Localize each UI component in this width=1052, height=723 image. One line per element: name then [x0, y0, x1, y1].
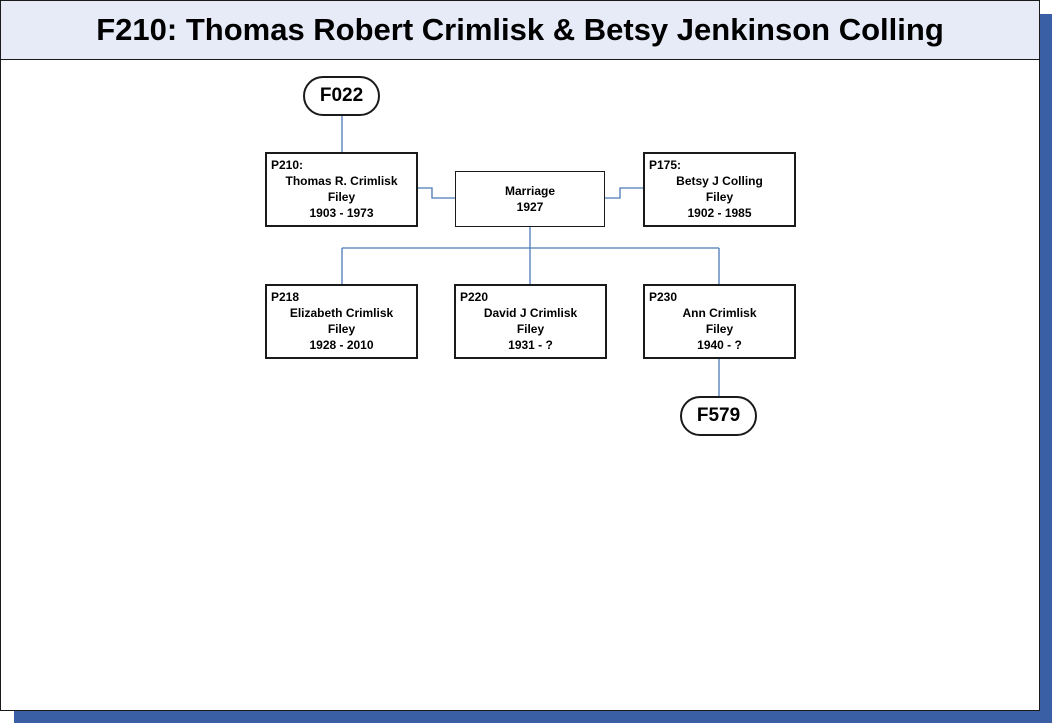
person-name: Thomas R. Crimlisk [285, 174, 398, 188]
person-id: P210: [271, 158, 304, 172]
person-place: Filey [705, 190, 734, 204]
page-title: F210: Thomas Robert Crimlisk & Betsy Jen… [96, 12, 944, 47]
person-dates: 1931 - ? [508, 338, 553, 352]
person-id: P175: [649, 158, 682, 172]
person-name: Ann Crimlisk [682, 306, 757, 320]
title-bar: F210: Thomas Robert Crimlisk & Betsy Jen… [1, 1, 1039, 60]
person-dates: 1902 - 1985 [687, 206, 752, 220]
person-id: P230 [649, 290, 678, 304]
family-link-f579[interactable]: F579 [680, 396, 757, 436]
person-place: Filey [516, 322, 545, 336]
person-dates: 1940 - ? [697, 338, 742, 352]
family-link-f022-label: F022 [319, 85, 364, 106]
family-link-f579-label: F579 [696, 405, 741, 426]
person-id: P218 [271, 290, 300, 304]
person-name: Elizabeth Crimlisk [289, 306, 394, 320]
marriage-box[interactable]: Marriage 1927 [455, 171, 605, 227]
person-name: Betsy J Colling [676, 174, 763, 188]
person-place: Filey [705, 322, 734, 336]
person-name: David J Crimlisk [483, 306, 578, 320]
person-box-child-3[interactable]: P230 Ann Crimlisk Filey 1940 - ? [643, 284, 796, 359]
connector-husband-marriage [418, 187, 455, 199]
person-box-child-1[interactable]: P218 Elizabeth Crimlisk Filey 1928 - 201… [265, 284, 418, 359]
person-place: Filey [327, 190, 356, 204]
marriage-label: Marriage [504, 184, 556, 198]
person-box-wife[interactable]: P175: Betsy J Colling Filey 1902 - 1985 [643, 152, 796, 227]
person-dates: 1928 - 2010 [309, 338, 374, 352]
person-place: Filey [327, 322, 356, 336]
person-dates: 1903 - 1973 [309, 206, 374, 220]
connector-wife-marriage [605, 187, 643, 199]
person-box-husband[interactable]: P210: Thomas R. Crimlisk Filey 1903 - 19… [265, 152, 418, 227]
person-box-child-2[interactable]: P220 David J Crimlisk Filey 1931 - ? [454, 284, 607, 359]
family-link-f022[interactable]: F022 [303, 76, 380, 116]
marriage-year: 1927 [516, 200, 544, 214]
person-id: P220 [460, 290, 489, 304]
